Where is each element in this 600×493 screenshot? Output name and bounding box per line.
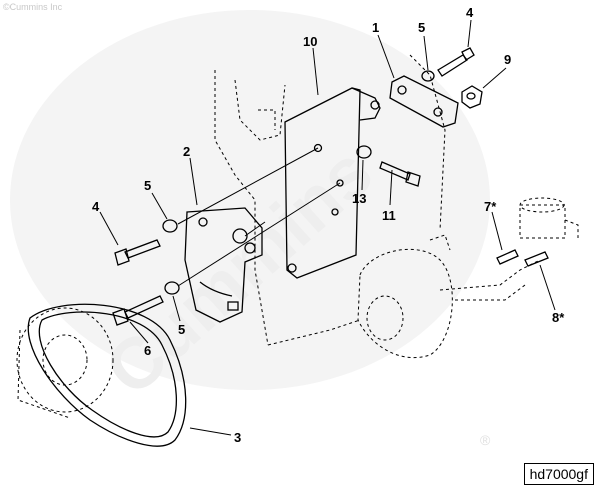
callout-labels: 1 5 4 9 10 2 5 4 13 11 5 6 3 7* 8* (92, 5, 565, 445)
callout-5-top: 5 (418, 20, 425, 35)
callout-9: 9 (504, 52, 511, 67)
adjusting-link (389, 75, 459, 128)
registered-mark: ® (480, 432, 491, 448)
mounting-plate (184, 207, 263, 323)
callout-11: 11 (382, 208, 396, 223)
reservoir (519, 197, 579, 239)
callout-3: 3 (234, 430, 241, 445)
capscrew-6 (112, 295, 164, 326)
callout-5-left: 5 (144, 178, 151, 193)
capscrew-8 (524, 251, 549, 267)
callout-8: 8* (552, 310, 565, 325)
figure-id-label: hd7000gf (523, 463, 594, 485)
watermark-logo: Cummins (10, 10, 490, 411)
callout-10: 10 (303, 34, 317, 49)
callout-6: 6 (144, 343, 151, 358)
hex-nut (461, 85, 483, 109)
crank-pulley (16, 307, 114, 419)
capscrew-11 (379, 161, 421, 187)
main-bracket (284, 87, 381, 279)
washer-13 (356, 145, 372, 159)
center-lines (177, 147, 341, 287)
washer-top (421, 70, 435, 82)
capscrew-top (437, 47, 475, 77)
callout-7: 7* (484, 199, 497, 214)
callout-2: 2 (183, 144, 190, 159)
capscrew-7 (496, 249, 519, 265)
washer-left (162, 219, 178, 233)
leader-lines (99, 19, 556, 436)
copyright-notice: ©Cummins Inc (3, 2, 63, 12)
callout-5-lower: 5 (178, 322, 185, 337)
callout-1: 1 (372, 20, 379, 35)
washer-lower (164, 281, 180, 295)
callout-4-top: 4 (466, 5, 474, 20)
callout-4-left: 4 (92, 199, 100, 214)
capscrew-left (114, 239, 161, 266)
callout-13: 13 (352, 191, 366, 206)
